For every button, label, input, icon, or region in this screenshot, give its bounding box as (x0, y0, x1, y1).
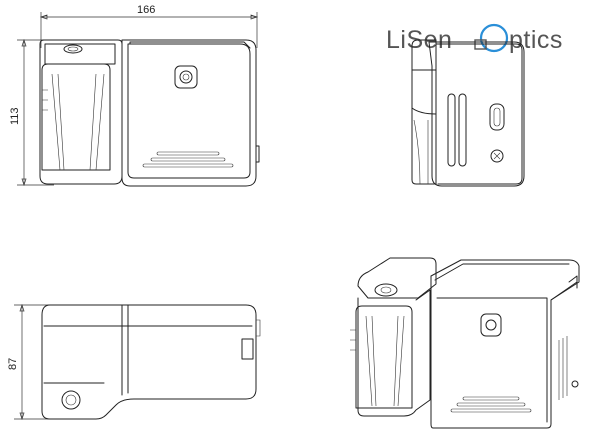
side-view (411, 39, 525, 187)
iso-handle-grip (355, 305, 413, 409)
width-label: 166 (137, 4, 155, 16)
top-button-icon (61, 390, 81, 410)
logo-o-icon (479, 23, 509, 53)
side-body (428, 41, 525, 187)
trigger-button-icon (63, 44, 83, 54)
height-label: 113 (9, 107, 21, 125)
front-view: 166 113 (9, 4, 260, 187)
height-dimension: 113 (9, 38, 54, 187)
logo-text-right: ptics (509, 26, 563, 54)
iso-main-body (430, 259, 580, 429)
brand-logo: LiSen ptics (386, 23, 563, 54)
depth-label: 87 (7, 358, 19, 370)
iso-front-button-icon (480, 313, 502, 337)
isometric-view (350, 257, 580, 429)
top-view: 87 (7, 303, 261, 421)
iso-handle-top (357, 257, 437, 299)
handle-grip (41, 63, 111, 171)
top-outline (41, 304, 257, 420)
main-body (121, 39, 257, 187)
side-screw-icon (490, 149, 504, 163)
side-handle (411, 39, 437, 185)
depth-dimension: 87 (7, 303, 52, 421)
iso-vent-slots (450, 396, 532, 413)
front-button-icon (174, 65, 198, 89)
side-vent-2 (458, 93, 467, 167)
iso-trigger-icon (374, 283, 398, 297)
side-port-icon (489, 103, 505, 131)
top-clip (241, 338, 254, 360)
width-dimension: 166 (39, 4, 259, 48)
vent-slots (142, 151, 234, 168)
side-vent-1 (447, 93, 456, 167)
